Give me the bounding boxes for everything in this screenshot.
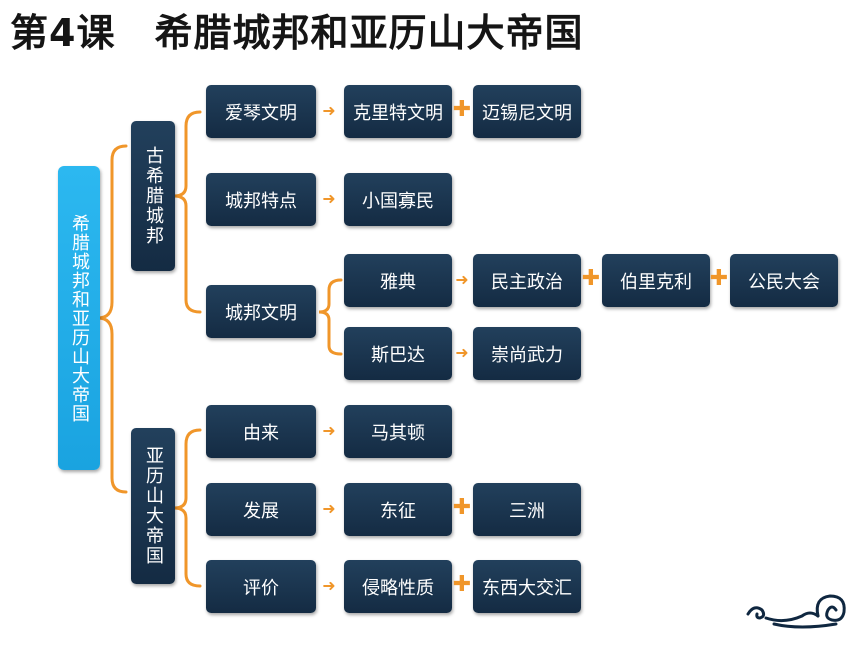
- plus-icon: ✚: [452, 495, 472, 520]
- node-democracy: 民主政治: [473, 254, 581, 307]
- arrow-icon: ➜: [322, 101, 336, 120]
- civ-brace: [318, 278, 343, 356]
- branch-greece: 古希腊城邦: [131, 121, 175, 271]
- node-athens: 雅典: [344, 254, 452, 307]
- alexander-brace: [173, 428, 202, 588]
- branch-alexander: 亚历山大帝国: [131, 428, 175, 584]
- arrow-icon: ➜: [455, 270, 469, 289]
- plus-icon: ✚: [452, 572, 472, 597]
- cloud-swirl-icon: [746, 594, 846, 629]
- node-east-west-exchange: 东西大交汇: [473, 560, 581, 613]
- node-eastern-expedition: 东征: [344, 483, 452, 536]
- node-small-state: 小国寡民: [344, 173, 452, 226]
- node-macedon: 马其顿: [344, 405, 452, 458]
- arrow-icon: ➜: [322, 499, 336, 518]
- plus-icon: ✚: [709, 266, 729, 291]
- greece-brace: [173, 110, 202, 314]
- node-assembly: 公民大会: [730, 254, 838, 307]
- node-mycenae: 迈锡尼文明: [473, 85, 581, 138]
- node-civilization: 城邦文明: [206, 285, 316, 338]
- node-development: 发展: [206, 483, 316, 536]
- node-features: 城邦特点: [206, 173, 316, 226]
- root-node: 希腊城邦和亚历山大帝国: [58, 166, 100, 470]
- plus-icon: ✚: [581, 266, 601, 291]
- node-crete: 克里特文明: [344, 85, 452, 138]
- plus-icon: ✚: [452, 97, 472, 122]
- node-aggression: 侵略性质: [344, 560, 452, 613]
- node-three-continents: 三洲: [473, 483, 581, 536]
- arrow-icon: ➜: [322, 576, 336, 595]
- node-sparta: 斯巴达: [344, 327, 452, 380]
- arrow-icon: ➜: [322, 421, 336, 440]
- node-origin: 由来: [206, 405, 316, 458]
- arrow-icon: ➜: [322, 189, 336, 208]
- root-brace: [97, 144, 128, 494]
- node-aegean: 爱琴文明: [206, 85, 316, 138]
- node-military: 崇尚武力: [473, 327, 581, 380]
- node-evaluation: 评价: [206, 560, 316, 613]
- page-title: 第4课 希腊城邦和亚历山大帝国: [10, 11, 584, 55]
- arrow-icon: ➜: [455, 343, 469, 362]
- node-pericles: 伯里克利: [602, 254, 710, 307]
